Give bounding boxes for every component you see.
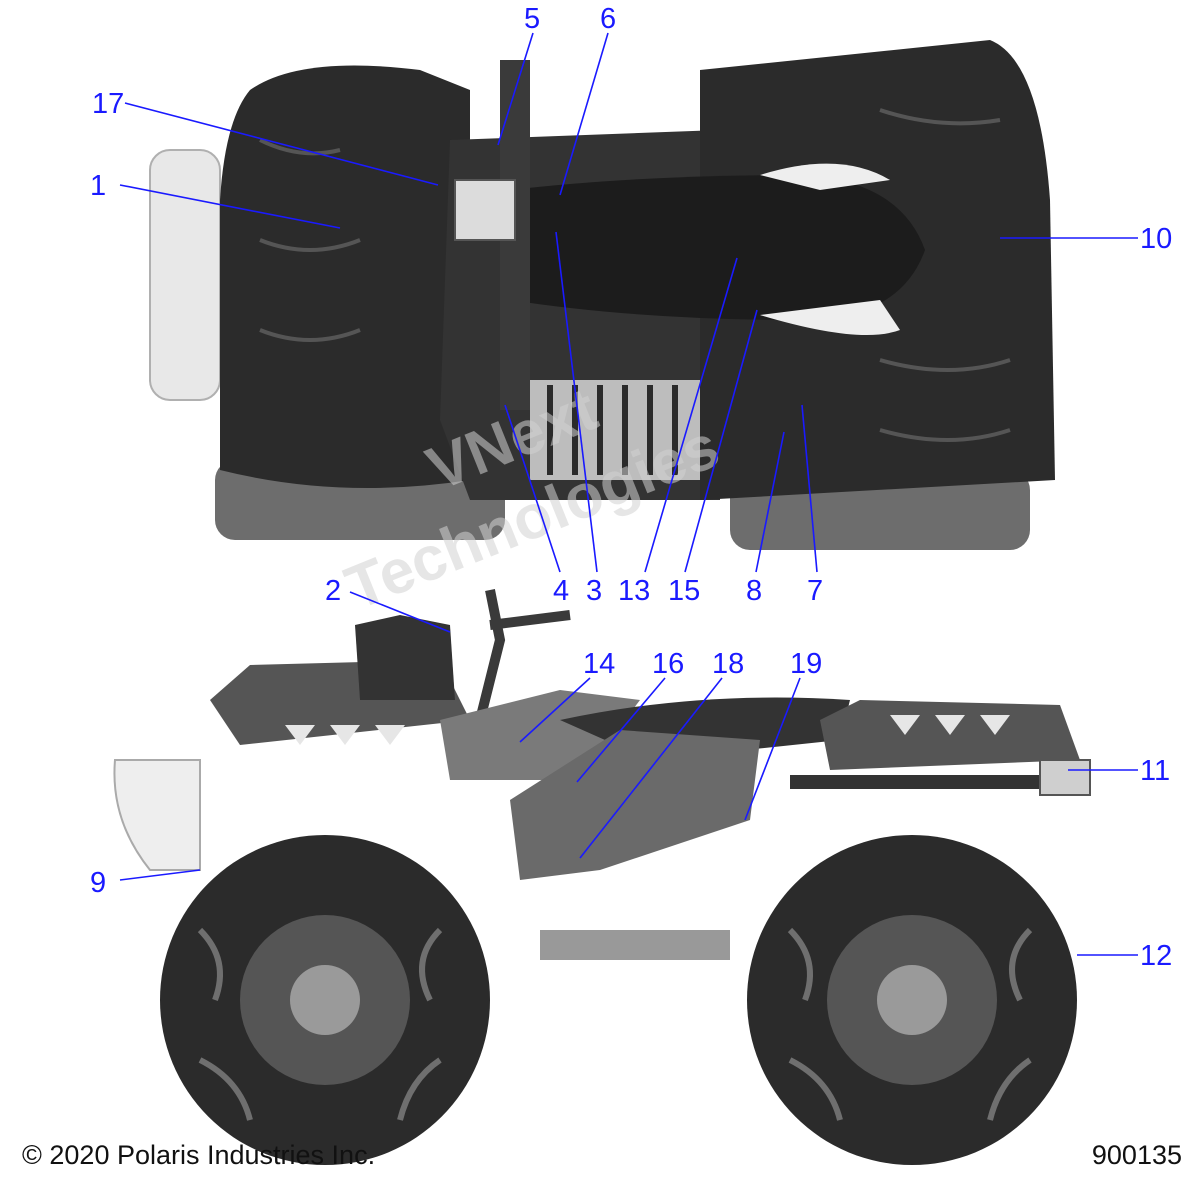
callout-9: 9 [90, 867, 106, 899]
callout-10: 10 [1140, 223, 1172, 255]
leader-16 [576, 677, 666, 783]
leader-1 [119, 184, 341, 229]
leader-lines [119, 32, 1138, 956]
leader-7 [801, 404, 818, 573]
callout-4: 4 [553, 575, 569, 607]
atv-side-view [113, 589, 1091, 1165]
footwell-grate [530, 380, 700, 480]
leader-6 [559, 32, 609, 196]
rear-hub [877, 965, 947, 1035]
callout-7: 7 [807, 575, 823, 607]
callout-3: 3 [586, 575, 602, 607]
hood-block [355, 615, 455, 700]
callout-15: 15 [668, 575, 700, 607]
taillight [1039, 759, 1091, 796]
callout-16: 16 [652, 648, 684, 680]
front-bumper-top [149, 149, 221, 401]
seat-highlight-bottom [760, 300, 900, 335]
callout-19: 19 [790, 648, 822, 680]
front-bumper-side [113, 759, 201, 871]
leader-5 [497, 32, 534, 146]
callout-18: 18 [712, 648, 744, 680]
callout-14: 14 [583, 648, 615, 680]
atv-top-view [149, 40, 1055, 550]
leader-4 [504, 404, 561, 573]
seat-highlight-top [760, 163, 890, 190]
callout-labels: 1 2 3 4 5 6 7 8 9 10 11 12 13 14 15 16 1… [90, 3, 1172, 972]
callout-17: 17 [92, 88, 124, 120]
callout-11: 11 [1140, 755, 1170, 787]
callout-2: 2 [325, 575, 341, 607]
leader-15 [684, 309, 758, 573]
leader-17 [124, 102, 439, 186]
floorboard [540, 930, 730, 960]
leader-19 [744, 677, 801, 821]
front-hub [290, 965, 360, 1035]
callout-5: 5 [524, 3, 540, 35]
leader-13 [644, 257, 738, 573]
leader-14 [519, 677, 591, 743]
callout-8: 8 [746, 575, 762, 607]
front-fender-top [220, 65, 470, 488]
side-panel [510, 730, 760, 880]
handlebar-grip [489, 610, 571, 630]
frame-rail [790, 775, 1040, 789]
callout-13: 13 [618, 575, 650, 607]
leader-18 [579, 677, 723, 859]
callout-6: 6 [600, 3, 616, 35]
leader-3 [555, 231, 598, 573]
callout-1: 1 [90, 170, 106, 202]
callout-12: 12 [1140, 940, 1172, 972]
leader-2 [349, 591, 451, 633]
gauge-pod [454, 179, 516, 241]
copyright-text: © 2020 Polaris Industries Inc. [22, 1140, 376, 1170]
diagram-number: 900135 [1091, 1140, 1182, 1170]
leader-9 [119, 869, 201, 881]
leader-8 [755, 431, 785, 573]
seat-top [510, 175, 925, 320]
